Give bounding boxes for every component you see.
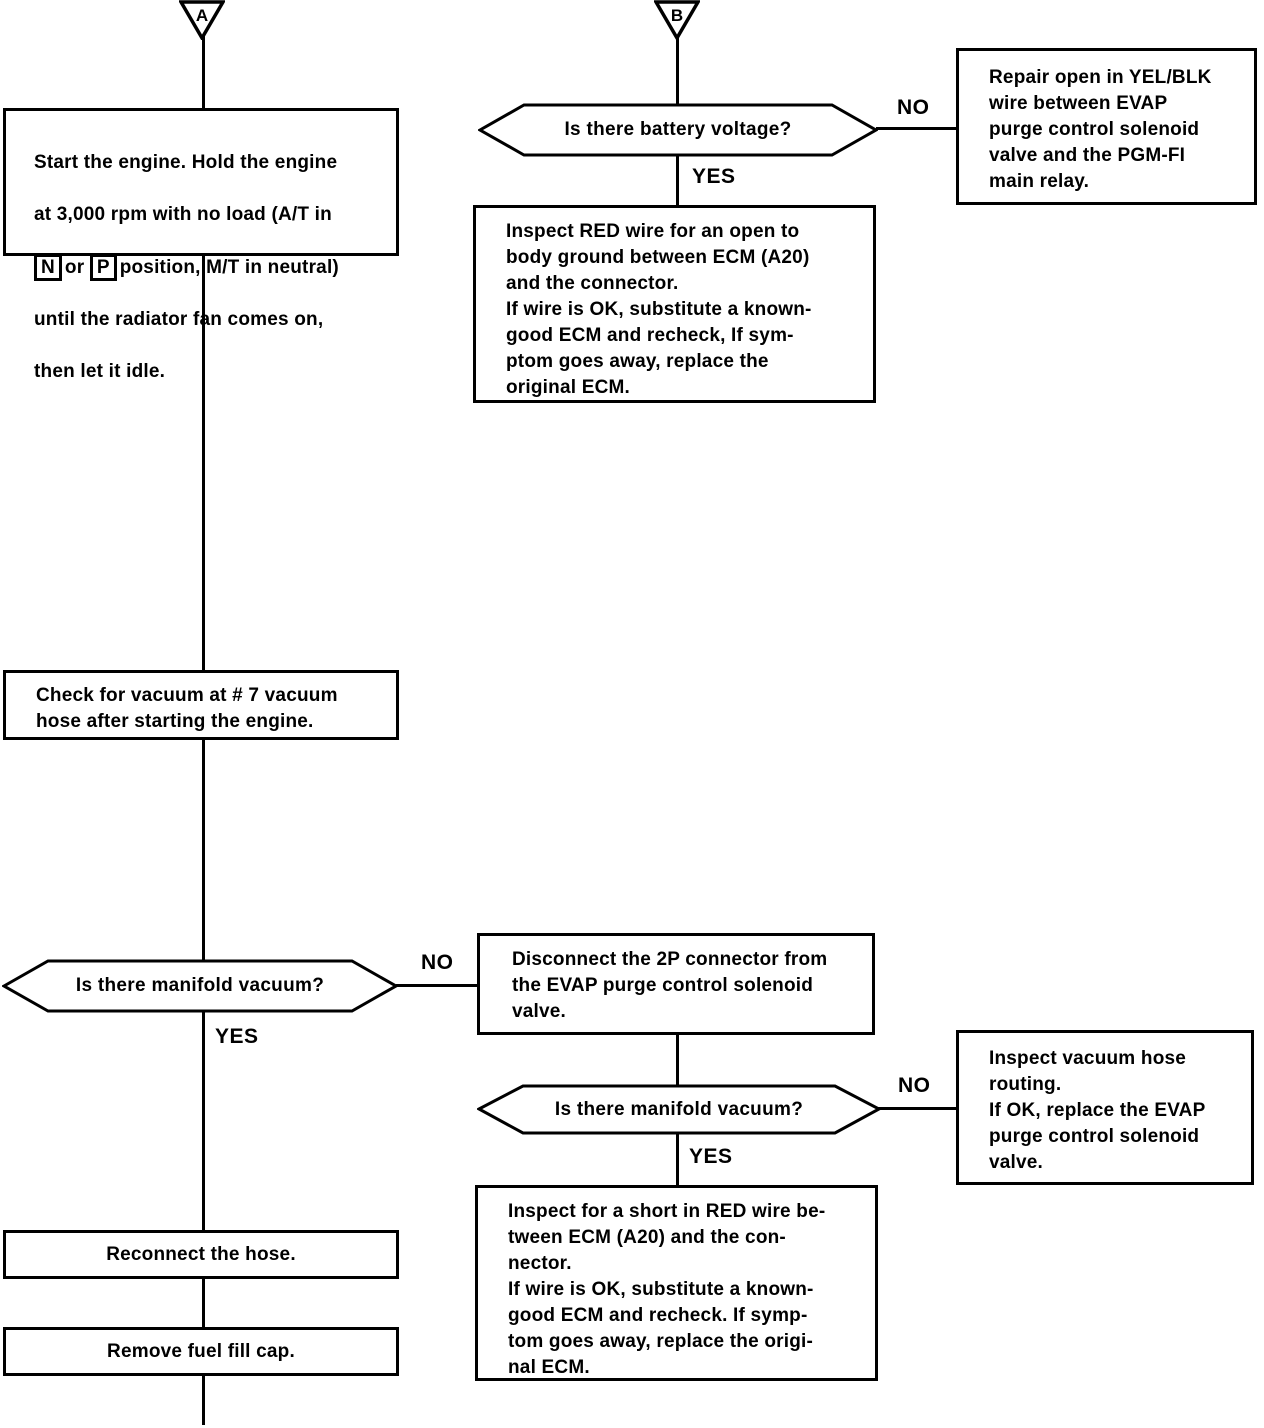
- inspect-red-open-text: Inspect RED wire for an open to body gro…: [506, 221, 812, 398]
- start-engine-line5: then let it idle.: [34, 361, 166, 382]
- flow-line: [202, 36, 205, 110]
- gear-position-n: N: [34, 254, 62, 281]
- decision-manifold-vacuum-1: Is there manifold vacuum?: [2, 959, 398, 1013]
- flow-line: [676, 154, 679, 207]
- no-branch-line: [878, 1107, 958, 1110]
- flow-line: [676, 1132, 679, 1187]
- manifold-vacuum-2-question: Is there manifold vacuum?: [554, 1098, 804, 1120]
- hexagon-shape: [2, 959, 398, 1013]
- repair-yel-blk-text: Repair open in YEL/BLK wire between EVAP…: [989, 67, 1212, 192]
- branch-no-manifold-1: NO: [421, 951, 454, 974]
- branch-yes-manifold-2: YES: [689, 1145, 733, 1168]
- flow-line: [202, 1010, 205, 1232]
- action-repair-yel-blk-wire: Repair open in YEL/BLK wire between EVAP…: [956, 48, 1257, 205]
- remove-fuel-cap-text: Remove fuel fill cap.: [107, 1340, 295, 1362]
- flow-line: [202, 738, 205, 964]
- battery-voltage-question: Is there battery voltage?: [564, 119, 792, 140]
- hexagon-shape: [477, 1084, 881, 1135]
- flow-line: [676, 35, 679, 105]
- check-vacuum-text: Check for vacuum at # 7 vacuum hose afte…: [36, 685, 338, 732]
- step-reconnect-hose: Reconnect the hose.: [3, 1230, 399, 1279]
- start-engine-line3: position, M/T in neutral): [119, 257, 339, 278]
- start-engine-line4: until the radiator fan comes on,: [34, 309, 324, 330]
- reconnect-hose-text: Reconnect the hose.: [106, 1243, 296, 1265]
- start-engine-line1: Start the engine. Hold the engine: [34, 152, 338, 173]
- branch-yes-battery: YES: [692, 165, 736, 188]
- step-remove-fuel-cap: Remove fuel fill cap.: [3, 1327, 399, 1376]
- action-inspect-hose-routing: Inspect vacuum hose routing. If OK, repl…: [956, 1030, 1254, 1185]
- branch-yes-manifold-1: YES: [215, 1025, 259, 1048]
- decision-manifold-vacuum-2: Is there manifold vacuum?: [477, 1084, 881, 1135]
- branch-no-battery: NO: [897, 96, 930, 119]
- no-branch-line: [396, 984, 479, 987]
- step-disconnect-2p-connector: Disconnect the 2P connector from the EVA…: [477, 933, 875, 1035]
- step-start-engine: Start the engine. Hold the engine at 3,0…: [3, 108, 399, 382]
- no-branch-line: [876, 127, 958, 130]
- action-inspect-red-wire-short: Inspect for a short in RED wire be- twee…: [475, 1185, 878, 1381]
- decision-battery-voltage: Is there battery voltage?: [478, 103, 878, 157]
- branch-no-manifold-2: NO: [898, 1074, 931, 1097]
- step-check-vacuum: Check for vacuum at # 7 vacuum hose afte…: [3, 670, 399, 740]
- flow-line: [202, 254, 205, 672]
- connector-b-triangle: B: [654, 0, 700, 40]
- flow-line: [676, 1033, 679, 1086]
- connector-a-label: A: [196, 6, 208, 25]
- start-engine-line2: at 3,000 rpm with no load (A/T in: [34, 204, 332, 225]
- connector-b-label: B: [671, 6, 683, 25]
- manifold-vacuum-1-question: Is there manifold vacuum?: [75, 975, 325, 996]
- start-engine-or: or: [64, 257, 85, 278]
- disconnect-2p-text: Disconnect the 2P connector from the EVA…: [512, 949, 828, 1022]
- hexagon-shape: [478, 103, 878, 157]
- gear-position-p: P: [89, 254, 117, 281]
- inspect-red-short-text: Inspect for a short in RED wire be- twee…: [508, 1201, 826, 1378]
- flow-line: [202, 1374, 205, 1425]
- flow-line: [202, 1277, 205, 1330]
- inspect-hose-routing-text: Inspect vacuum hose routing. If OK, repl…: [989, 1048, 1206, 1173]
- connector-a-triangle: A: [179, 0, 225, 40]
- action-inspect-red-wire-open: Inspect RED wire for an open to body gro…: [473, 205, 876, 403]
